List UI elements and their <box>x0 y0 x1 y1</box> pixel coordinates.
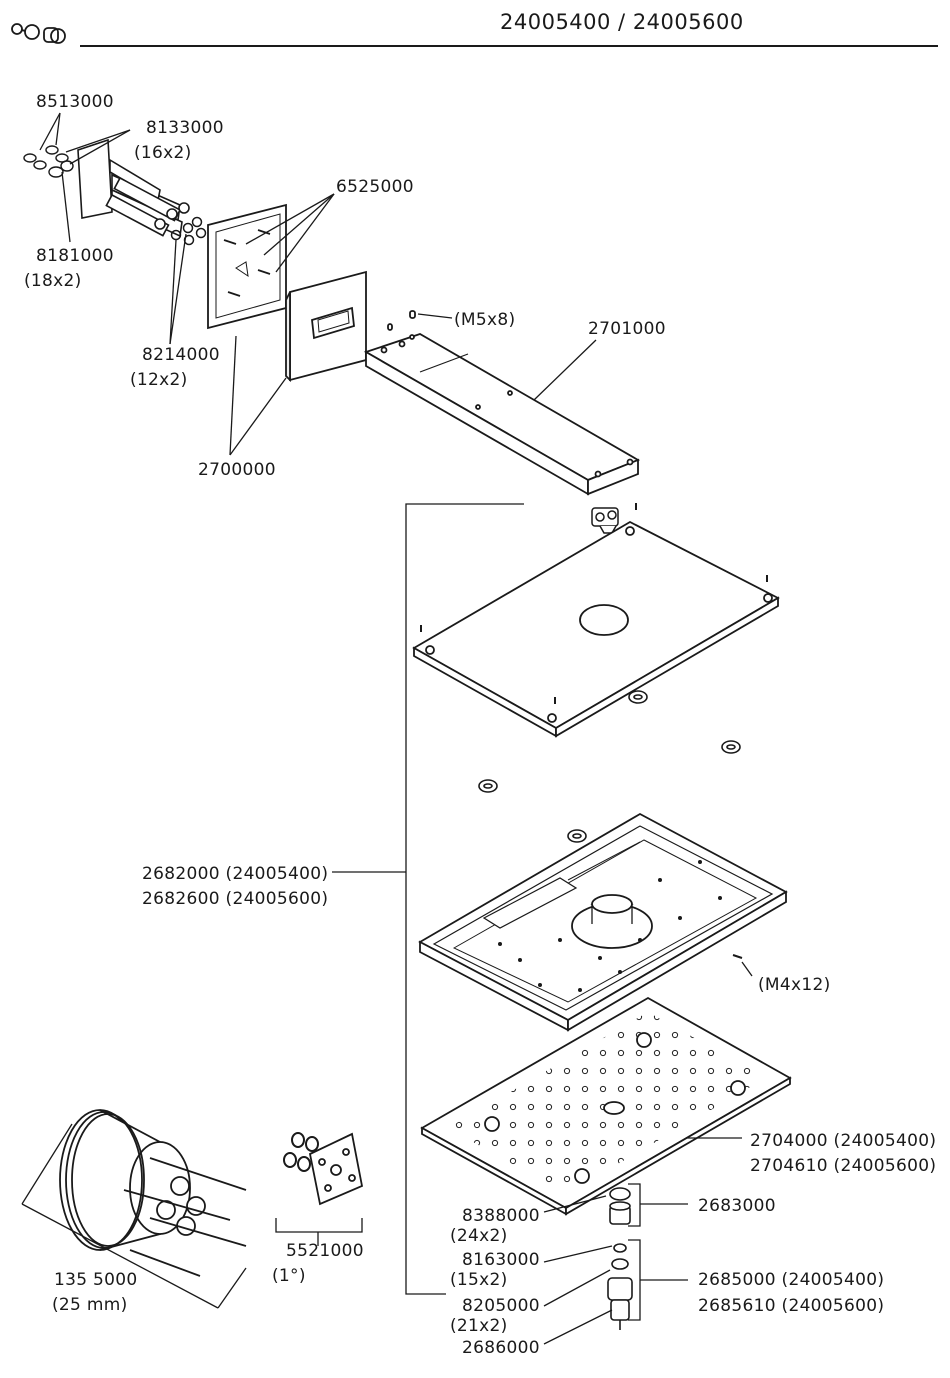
part-label-2701000: 2701000 <box>588 319 666 339</box>
m4-screw <box>732 954 743 959</box>
part-label-8214000: 8214000 <box>142 345 220 365</box>
shower-housing <box>418 812 788 1032</box>
part-size-5521000: (1°) <box>272 1266 306 1286</box>
adapter-plate <box>308 1132 364 1206</box>
part-label-8388000: 8388000 <box>462 1206 540 1226</box>
wall-plate-back <box>207 203 287 330</box>
screws <box>420 503 768 704</box>
part-label-2683000: 2683000 <box>698 1196 776 1216</box>
shower-arm <box>363 310 641 496</box>
part-label-6525000: 6525000 <box>336 177 414 197</box>
cartridge-parts <box>607 1187 633 1330</box>
part-label-2700000: 2700000 <box>198 460 276 480</box>
spare-parts-icon <box>11 23 66 44</box>
part-size-8205000: (21x2) <box>450 1316 508 1336</box>
part-size-1355000: (25 mm) <box>52 1295 128 1315</box>
part-label-2686000: 2686000 <box>462 1338 540 1358</box>
mounting-plate <box>412 520 780 738</box>
page-title: 24005400 / 24005600 <box>500 10 744 34</box>
part-label-5521000: 5521000 <box>286 1241 364 1261</box>
part-size-8181000: (18x2) <box>24 271 82 291</box>
wall-box <box>59 1109 247 1277</box>
part-label-8513000: 8513000 <box>36 92 114 112</box>
part-size-8214000: (12x2) <box>130 370 188 390</box>
part-label-2685000: 2685000 (24005400) <box>698 1270 885 1290</box>
part-label-8163000: 8163000 <box>462 1250 540 1270</box>
adapter-o-rings <box>283 1132 319 1172</box>
part-size-8388000: (24x2) <box>450 1226 508 1246</box>
leader-lines <box>21 112 753 1345</box>
part-label-m4x12: (M4x12) <box>758 975 831 995</box>
part-label-1355000: 135 5000 <box>54 1270 138 1290</box>
housing-screw-holes <box>498 860 722 992</box>
part-label-2685610: 2685610 (24005600) <box>698 1296 885 1316</box>
part-label-8205000: 8205000 <box>462 1296 540 1316</box>
part-label-8181000: 8181000 <box>36 246 114 266</box>
wall-plate-cover <box>285 270 367 383</box>
part-label-2682000: 2682000 (24005400) <box>142 864 329 884</box>
part-label-m5x8: (M5x8) <box>454 310 516 330</box>
part-label-8133000: 8133000 <box>146 118 224 138</box>
part-label-2704000: 2704000 (24005400) <box>750 1131 937 1151</box>
small-fittings <box>23 145 74 178</box>
part-label-2704610: 2704610 (24005600) <box>750 1156 937 1176</box>
part-size-8163000: (15x2) <box>450 1270 508 1290</box>
rubber-dampers <box>478 690 741 843</box>
part-size-8133000: (16x2) <box>134 143 192 163</box>
part-label-2682600: 2682600 (24005600) <box>142 889 329 909</box>
spray-plate <box>420 996 792 1216</box>
connector <box>591 507 619 534</box>
